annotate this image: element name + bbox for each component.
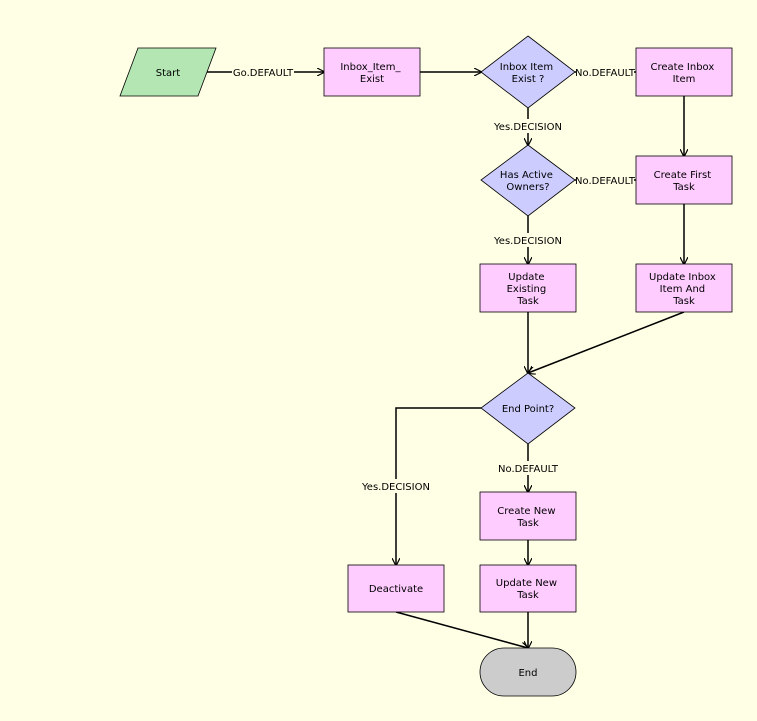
edge-label-inbox-yes: Yes.DECISION — [493, 122, 562, 133]
inbox-item-exist-task[interactable]: Inbox_Item_ Exist — [323, 47, 421, 97]
inbox-item-exist-label: Inbox_Item_ Exist — [340, 62, 403, 85]
edge-end-point-yes-to-deactivate — [396, 407, 481, 565]
edge-label-owners-yes: Yes.DECISION — [493, 236, 562, 247]
update-existing-task[interactable]: Update Existing Task — [479, 263, 577, 313]
edge-label-endpoint-yes: Yes.DECISION — [361, 482, 430, 493]
end-point-label: End Point? — [502, 404, 554, 415]
edge-label-endpoint-no: No.DEFAULT — [498, 464, 559, 475]
create-inbox-item-task[interactable]: Create Inbox Item — [635, 47, 733, 97]
inbox-item-exist-decision[interactable]: Inbox Item Exist ? — [480, 35, 576, 109]
edge-label-go-default: Go.DEFAULT — [233, 68, 294, 79]
edge-label-owners-no: No.DEFAULT — [575, 176, 636, 187]
edge-update-inbox-to-end-point — [528, 311, 685, 373]
inbox-item-exist-decision-label: Inbox Item Exist ? — [500, 62, 557, 85]
deactivate-task-label: Deactivate — [369, 584, 423, 595]
create-first-task-label: Create First Task — [654, 170, 715, 193]
start-node[interactable]: Start — [119, 47, 217, 97]
update-existing-task-label: Update Existing Task — [507, 272, 550, 307]
nodes: Start Inbox_Item_ Exist Inbox Item Exist… — [119, 35, 733, 697]
create-new-task[interactable]: Create New Task — [479, 491, 577, 541]
edges — [206, 72, 684, 648]
deactivate-task[interactable]: Deactivate — [347, 564, 445, 613]
edge-labels: Go.DEFAULT No.DEFAULT Yes.DECISION No.DE… — [232, 65, 636, 493]
update-inbox-item-and-task[interactable]: Update Inbox Item And Task — [635, 263, 733, 313]
start-label: Start — [156, 68, 181, 79]
has-active-owners-label: Has Active Owners? — [500, 170, 556, 193]
update-inbox-item-and-task-label: Update Inbox Item And Task — [649, 272, 719, 307]
update-new-task[interactable]: Update New Task — [479, 564, 577, 613]
end-point-decision[interactable]: End Point? — [480, 372, 576, 445]
create-inbox-item-label: Create Inbox Item — [651, 62, 718, 85]
edge-deactivate-to-end — [395, 611, 528, 648]
update-new-task-label: Update New Task — [496, 578, 560, 601]
end-label: End — [518, 668, 537, 679]
has-active-owners-decision[interactable]: Has Active Owners? — [480, 144, 576, 217]
create-first-task[interactable]: Create First Task — [635, 155, 733, 205]
end-node[interactable]: End — [479, 647, 577, 697]
create-new-task-label: Create New Task — [497, 506, 558, 529]
edge-label-inbox-no: No.DEFAULT — [575, 68, 636, 79]
